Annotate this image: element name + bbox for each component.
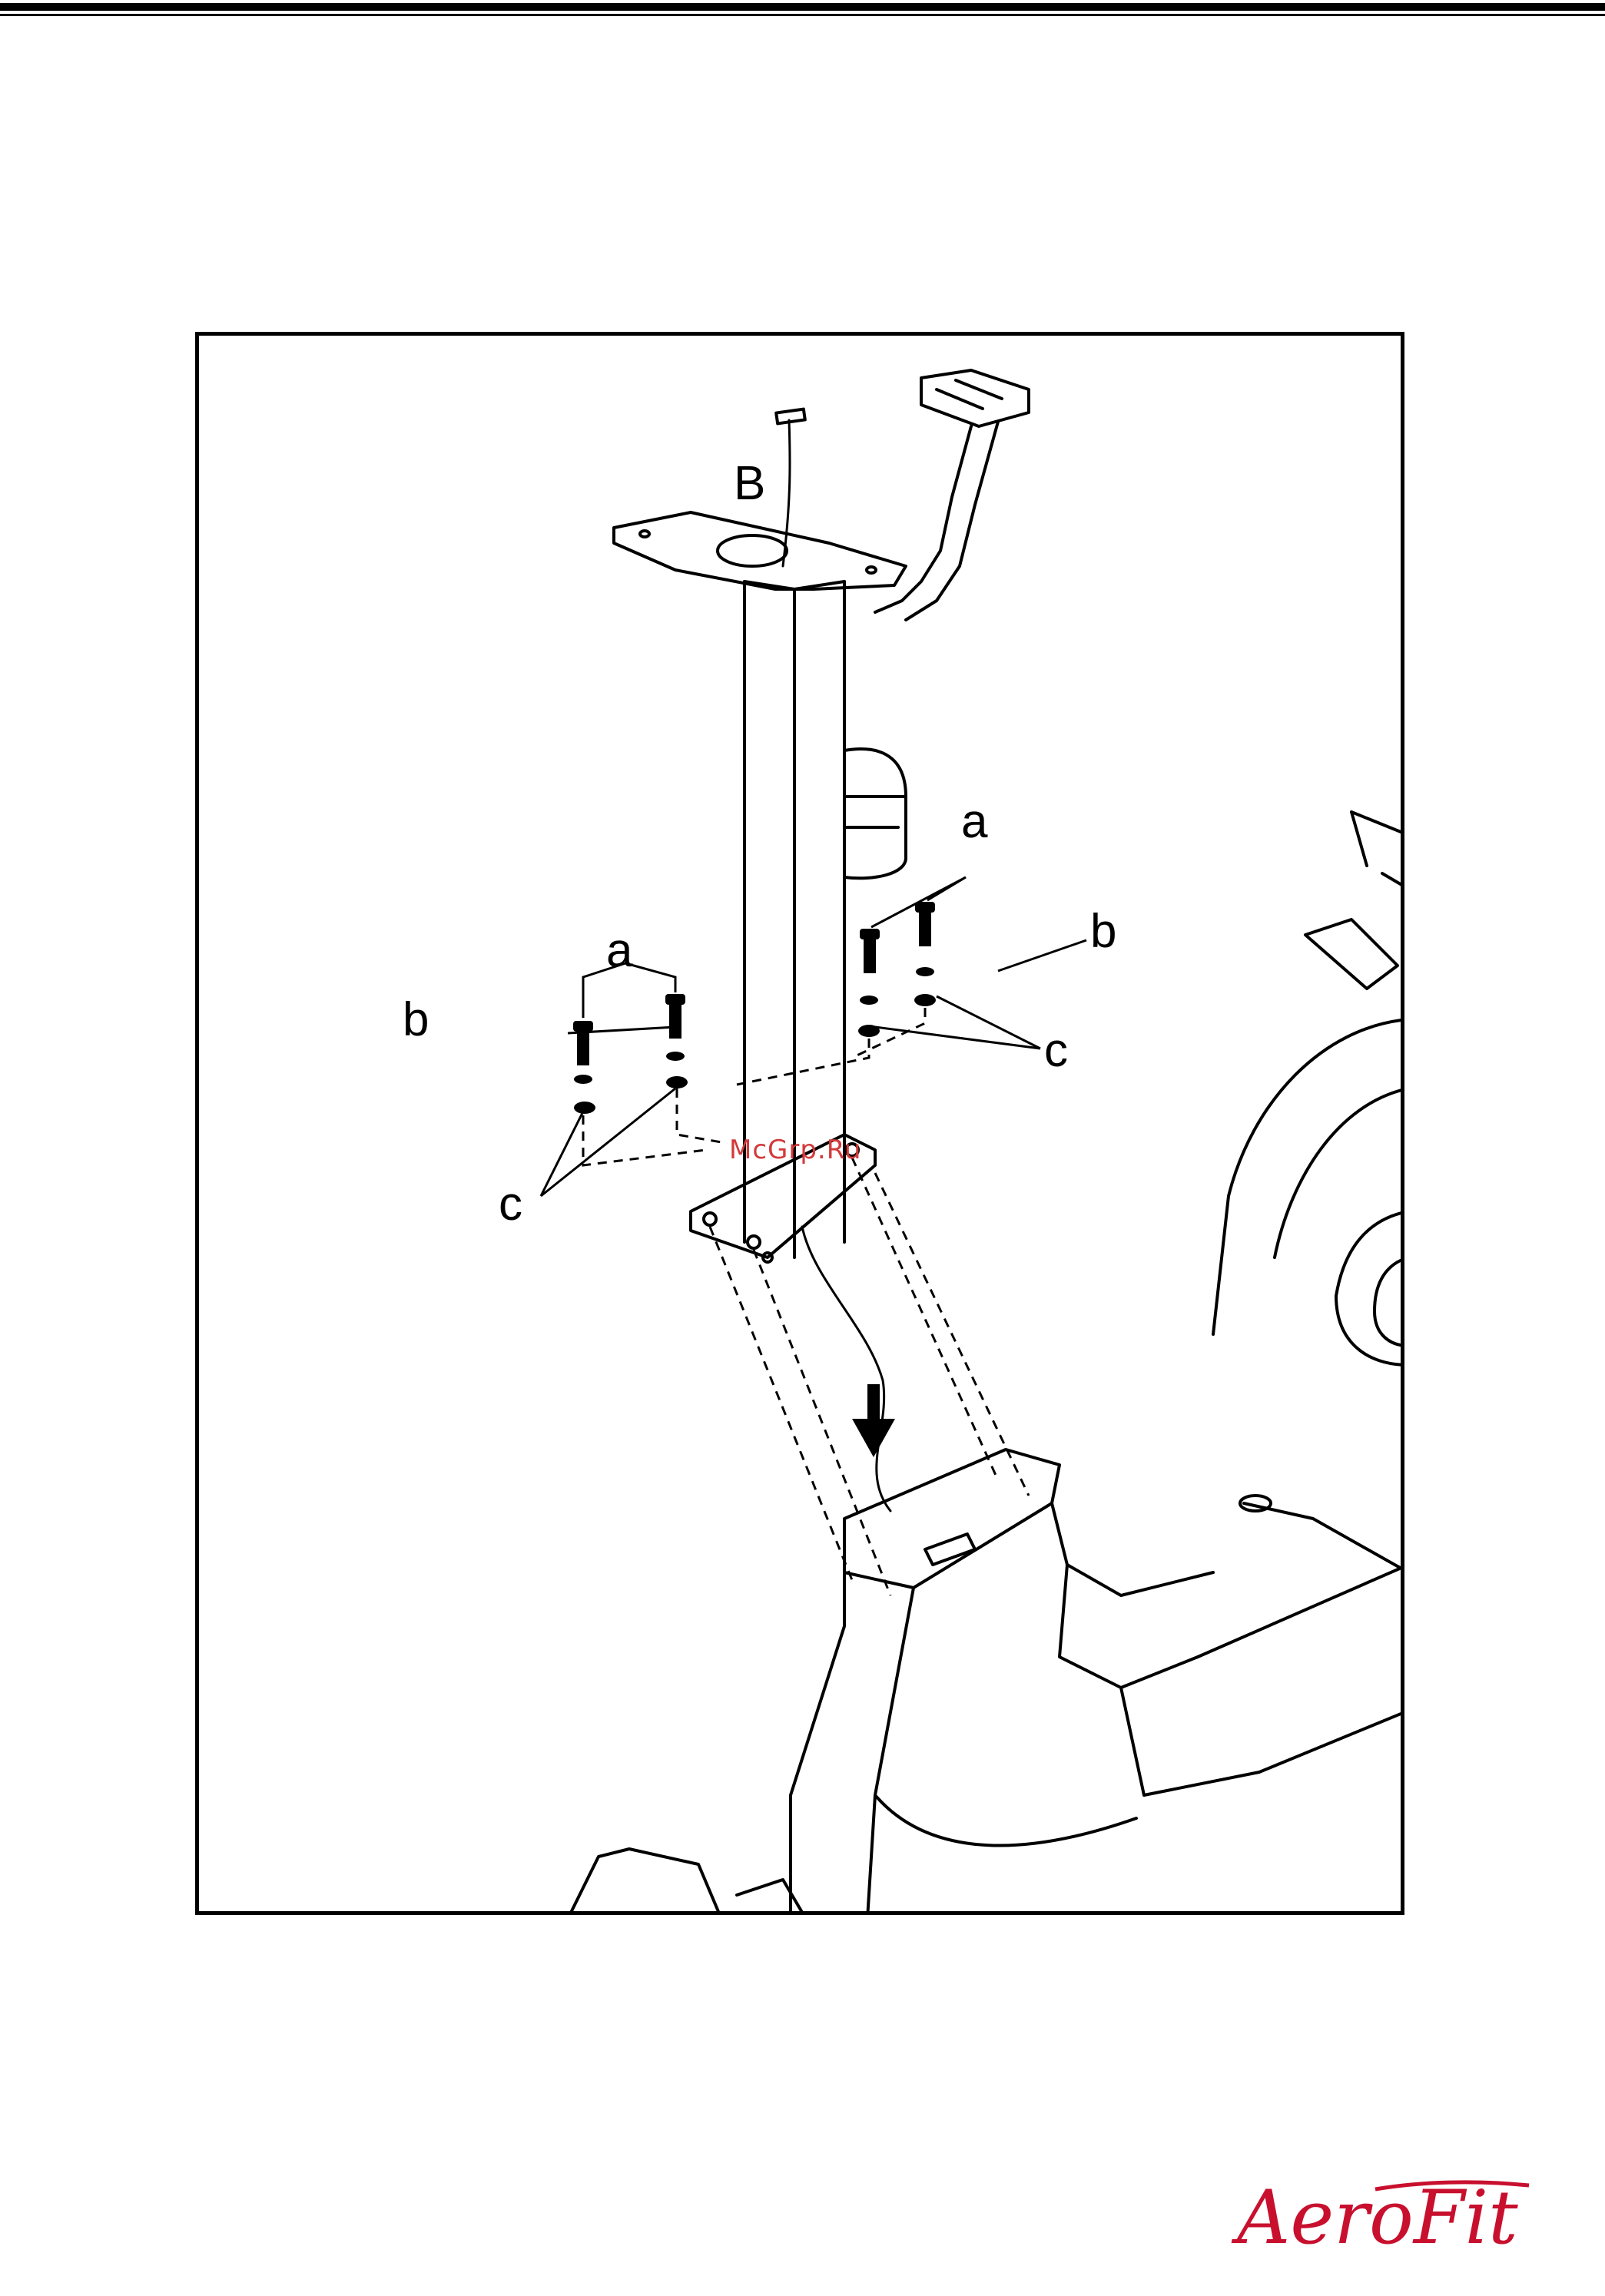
label-washer-b-right: b [1090,908,1116,956]
label-cable-b: B [734,460,765,508]
console-plate [614,512,906,589]
assembly-drawing [199,336,1404,1915]
connector-icon [776,409,805,424]
label-bolt-a-left: a [606,927,632,975]
assembly-diagram: B a a b b c c McGrp.Ru [195,332,1404,1915]
label-washer-b-left: b [403,996,429,1044]
header-rule-thin [0,14,1605,16]
down-arrow-icon [852,1384,895,1457]
header-rule-thick [0,3,1605,11]
handlebar-clamp [921,370,1029,426]
brand-logo: AeroFit [1222,2159,1544,2274]
aerofit-logo-icon: AeroFit [1222,2159,1544,2274]
label-curved-washer-c-left: c [499,1181,522,1228]
label-bolt-a-right: a [961,798,987,846]
brand-logo-text: AeroFit [1231,2175,1518,2261]
watermark: McGrp.Ru [729,1135,861,1165]
label-curved-washer-c-right: c [1044,1027,1068,1075]
